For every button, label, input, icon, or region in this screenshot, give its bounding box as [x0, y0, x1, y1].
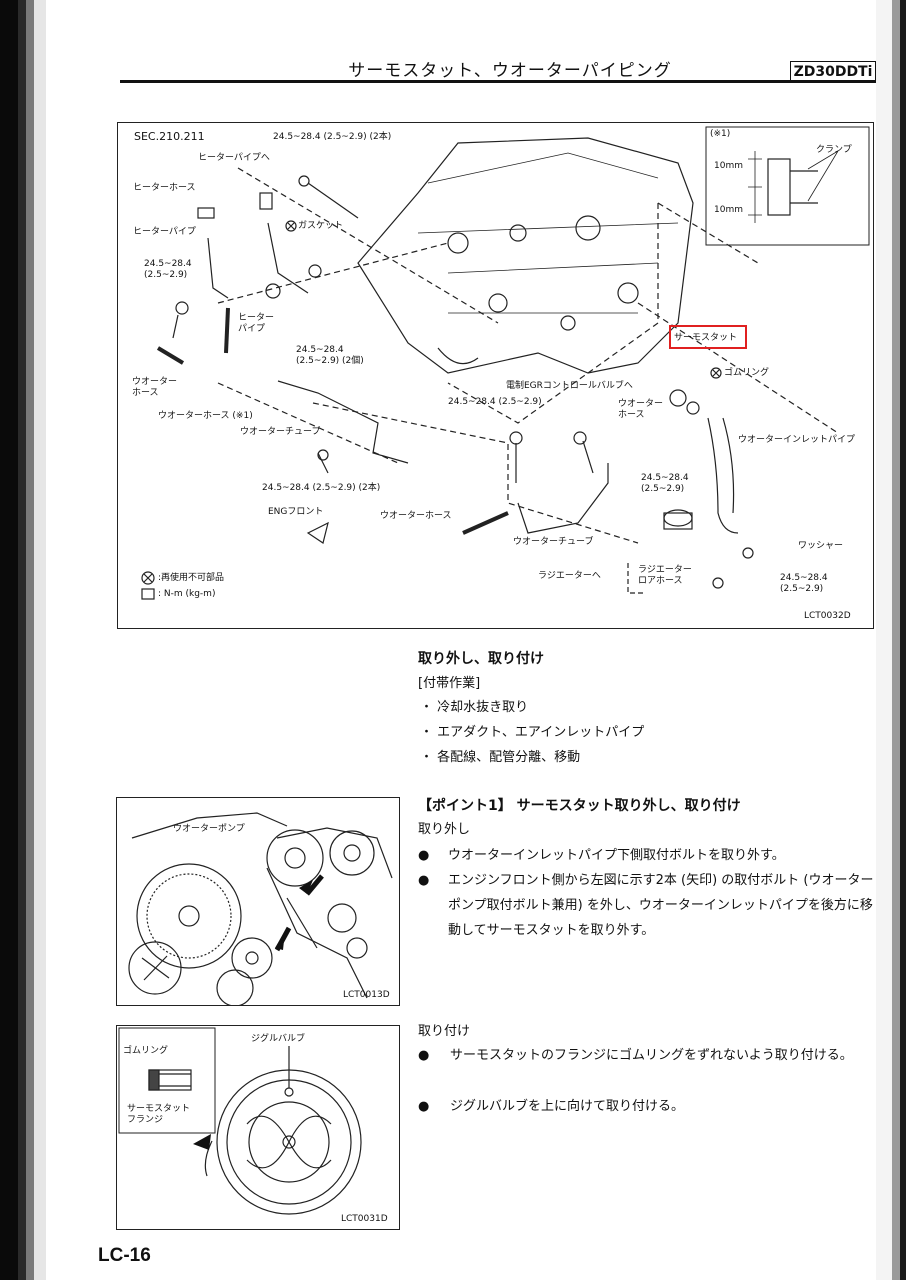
- fig-code-thermostat: LCT0031D: [341, 1214, 388, 1224]
- label-heater-pipe: ヒーターパイプ: [133, 227, 196, 237]
- legend-nonreusable: :再使用不可部品: [158, 573, 225, 583]
- scan-border-left: [0, 0, 46, 1280]
- torque-spec-bottom: 24.5~28.4 (2.5~2.9) (2本): [262, 483, 381, 493]
- dim-10mm-b: 10mm: [714, 205, 743, 215]
- install-step-1: サーモスタットのフランジにゴムリングをずれないよう取り付ける。: [450, 1048, 853, 1063]
- thermostat-drawing: [118, 1027, 362, 1215]
- label-heater-pipe-2: ヒーター パイプ: [238, 313, 275, 334]
- bullet-1: ●: [418, 848, 430, 863]
- torque-spec-bottom-right: 24.5~28.4 (2.5~2.9): [780, 573, 828, 594]
- page-title: サーモスタット、ウオーターパイピング: [348, 61, 672, 81]
- label-heater-pipe-to: ヒーターパイプへ: [198, 153, 270, 163]
- label-water-tube-bottom: ウオーターチューブ: [513, 537, 594, 547]
- torque-spec-center: 24.5~28.4 (2.5~2.9): [448, 397, 542, 407]
- removal-step-1: ウオーターインレットパイプ下側取付ボルトを取り外す。: [448, 848, 785, 863]
- ancillary-item-2: ・ エアダクト、エアインレットパイプ: [420, 725, 645, 740]
- heading-point1: 【ポイント1】 サーモスタット取り外し、取り付け: [418, 798, 741, 814]
- label-water-tube-left: ウオーターチューブ: [240, 427, 321, 437]
- inset-note: (※1): [710, 129, 731, 139]
- ancillary-item-3: ・ 各配線、配管分離、移動: [420, 750, 581, 765]
- removal-step-2: エンジンフロント側から左図に示す2本 (矢印) の取付ボルト (ウオーターポンプ…: [448, 873, 874, 938]
- bullet-4: ●: [418, 1099, 430, 1114]
- torque-spec-mid: 24.5~28.4 (2.5~2.9) (2個): [296, 345, 364, 366]
- fig-code-main: LCT0032D: [804, 611, 851, 621]
- heading-removal-install: 取り外し、取り付け: [418, 651, 544, 667]
- label-water-inlet-pipe: ウオーターインレットパイプ: [738, 435, 856, 445]
- label-heater-hose: ヒーターホース: [133, 183, 196, 193]
- bullet-2: ●: [418, 873, 430, 888]
- thermostat-highlight-box: [669, 325, 747, 349]
- heading-removal: 取り外し: [418, 822, 471, 837]
- label-washer: ワッシャー: [798, 541, 844, 551]
- label-radiator-lower-hose: ラジエーター ロアホース: [638, 565, 692, 586]
- torque-spec-top: 24.5~28.4 (2.5~2.9) (2本): [273, 132, 392, 142]
- label-gasket: ガスケット: [298, 221, 344, 231]
- label-rubber-ring-detail: ゴムリング: [123, 1046, 169, 1056]
- subheading-ancillary: [付帯作業]: [418, 676, 481, 691]
- label-water-hose-left: ウオーター ホース: [132, 377, 178, 398]
- label-water-hose-right: ウオーター ホース: [618, 399, 664, 420]
- dim-10mm-a: 10mm: [714, 161, 743, 171]
- ancillary-item-1: ・ 冷却水抜き取り: [420, 700, 529, 715]
- label-water-pump: ウオーターポンプ: [173, 824, 245, 834]
- label-jiggle-valve: ジグルバルブ: [251, 1034, 306, 1044]
- torque-spec-right: 24.5~28.4 (2.5~2.9): [641, 473, 689, 494]
- label-egr-valve: 電制EGRコントロールバルブへ: [506, 381, 633, 391]
- fig-code-pump: LCT0013D: [343, 990, 390, 1000]
- diagram-drawing: [141, 126, 870, 600]
- sec-number: SEC.210.211: [134, 130, 205, 143]
- label-clamp: クランプ: [816, 145, 852, 155]
- torque-spec-left: 24.5~28.4 (2.5~2.9): [144, 259, 192, 280]
- model-code-badge: ZD30DDTi: [790, 61, 876, 83]
- pump-drawing: [128, 812, 393, 1005]
- install-step-2: ジグルバルブを上に向けて取り付ける。: [450, 1099, 685, 1114]
- label-rubber-ring: ゴムリング: [724, 368, 770, 378]
- label-to-radiator: ラジエーターへ: [538, 571, 601, 581]
- pump-figure: ウオーターポンプ LCT0013D: [116, 797, 400, 1006]
- scan-border-right: [876, 0, 906, 1280]
- label-thermostat-flange: サーモスタット フランジ: [127, 1104, 191, 1125]
- label-water-hose-note: ウオーターホース (※1): [158, 411, 253, 421]
- main-exploded-diagram: SEC.210.211 24.5~28.4 (2.5~2.9) (2本) ヒータ…: [117, 122, 874, 629]
- label-thermostat: サーモスタット: [674, 333, 738, 343]
- legend-torque-unit: : N-m (kg-m): [158, 589, 216, 599]
- thermostat-figure: ゴムリング サーモスタット フランジ ジグルバルブ LCT0031D: [116, 1025, 400, 1230]
- heading-install: 取り付け: [418, 1024, 471, 1039]
- title-rule: [120, 80, 876, 83]
- page-number: LC-16: [98, 1245, 151, 1266]
- label-eng-front: ENGフロント: [268, 507, 324, 517]
- bullet-3: ●: [418, 1048, 430, 1063]
- label-water-hose-bottom: ウオーターホース: [380, 511, 452, 521]
